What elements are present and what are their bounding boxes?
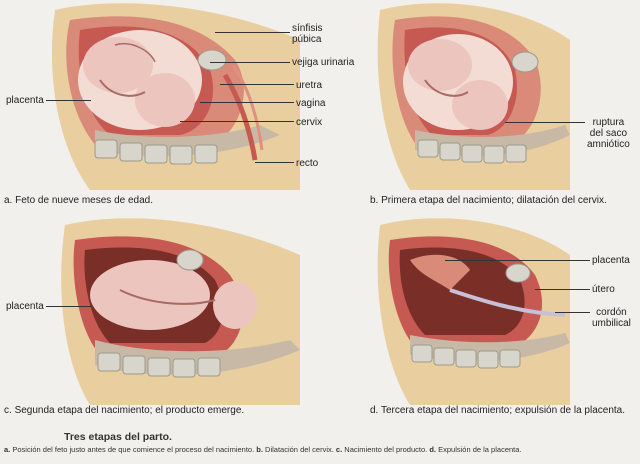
caption-c: c. Segunda etapa del nacimiento; el prod… [4,405,245,416]
label-placenta-d: placenta [592,255,630,266]
leader-vejiga [210,62,290,63]
leader-ruptura [505,122,585,123]
label-uretra: uretra [296,80,323,91]
label-utero: útero [592,284,615,295]
label-vagina: vagina [296,98,326,109]
panel-b-illustration [377,3,570,190]
caption-d: d. Tercera etapa del nacimiento; expulsi… [370,405,625,416]
panel-d-illustration [377,218,570,405]
panel-c: placenta c. Segunda etapa del nacimiento… [0,215,320,430]
figure-description: a. Posición del feto justo antes de que … [4,445,522,454]
panel-c-illustration [61,218,300,405]
caption-b: b. Primera etapa del nacimiento; dilatac… [370,195,607,206]
leader-vagina [200,102,294,103]
label-recto: recto [296,158,319,169]
leader-uretra [220,84,294,85]
caption-a: a. Feto de nueve meses de edad. [4,195,153,206]
leader-recto [255,162,294,163]
leader-placenta-d [445,260,590,261]
label-vejiga: vejiga urinaria [292,57,355,68]
leader-cervix [180,121,294,122]
label-cervix: cervix [296,117,323,128]
figure-title: Tres etapas del parto. [64,431,172,443]
leader-utero [535,289,590,290]
label-placenta-a: placenta [6,95,44,106]
leader-cordon [555,312,590,313]
label-placenta-c: placenta [6,301,44,312]
panel-a-illustration [40,0,300,190]
leader-sinfisis [215,32,290,33]
leader-placenta-a [46,100,91,101]
leader-placenta-c [46,306,91,307]
